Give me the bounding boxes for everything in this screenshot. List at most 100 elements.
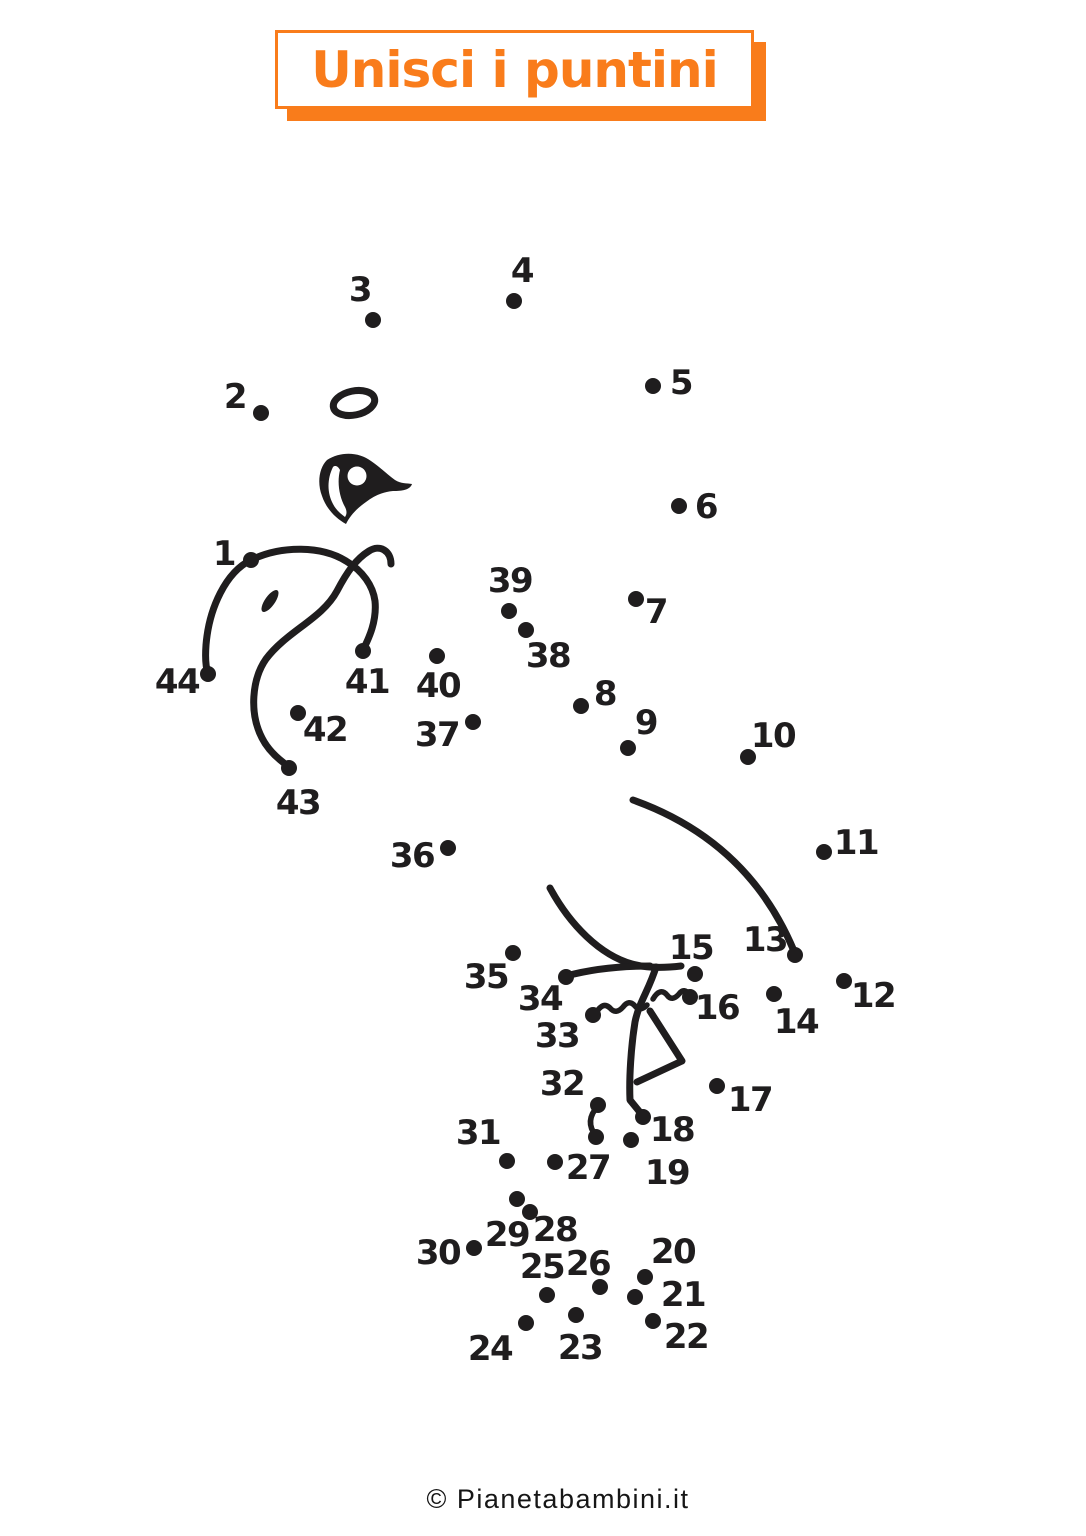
- dot-number-label-44: 44: [155, 662, 200, 702]
- dot-12: [836, 973, 852, 989]
- dot-36: [440, 840, 456, 856]
- dot-38: [518, 622, 534, 638]
- eyebrow-oval-art: [329, 386, 379, 420]
- dot-number-label-14: 14: [774, 1002, 819, 1042]
- dot-16: [682, 989, 698, 1005]
- dot-42: [290, 705, 306, 721]
- dot-number-label-30: 30: [416, 1233, 461, 1273]
- dot-9: [620, 740, 636, 756]
- dot-number-label-19: 19: [645, 1153, 689, 1193]
- dot-4: [506, 293, 522, 309]
- dot-22: [645, 1313, 661, 1329]
- dot-39: [501, 603, 517, 619]
- dot-11: [816, 844, 832, 860]
- dot-number-label-1: 1: [213, 534, 235, 574]
- dot-21: [627, 1289, 643, 1305]
- dot-number-label-16: 16: [695, 988, 739, 1028]
- chin-curl-curve-art: [250, 544, 395, 770]
- dot-number-label-37: 37: [415, 715, 459, 755]
- dot-number-label-11: 11: [834, 823, 878, 863]
- dot-2: [253, 405, 269, 421]
- dot-number-label-17: 17: [728, 1080, 772, 1120]
- dot-number-label-21: 21: [661, 1275, 705, 1315]
- dot-13: [787, 947, 803, 963]
- dot-number-label-34: 34: [518, 979, 563, 1019]
- dot-number-label-32: 32: [540, 1064, 584, 1104]
- dot-20: [637, 1269, 653, 1285]
- dot-1: [243, 552, 259, 568]
- dot-number-label-23: 23: [558, 1328, 602, 1368]
- dot-number-label-43: 43: [276, 783, 320, 823]
- dot-number-label-4: 4: [511, 251, 534, 291]
- dot-number-label-7: 7: [645, 592, 667, 632]
- title-banner: Unisci i puntini: [275, 30, 754, 109]
- dot-28: [522, 1204, 538, 1220]
- dot-8: [573, 698, 589, 714]
- dot-15: [687, 966, 703, 982]
- leg-line-art: [626, 963, 660, 1120]
- dot-number-label-6: 6: [695, 487, 717, 527]
- dot-number-label-9: 9: [635, 703, 657, 743]
- dot-5: [645, 378, 661, 394]
- dot-number-label-36: 36: [390, 836, 434, 876]
- dot-25: [539, 1287, 555, 1303]
- dot-26: [592, 1279, 608, 1295]
- dot-number-label-29: 29: [485, 1215, 529, 1255]
- muzzle-top-curve-art: [247, 545, 379, 654]
- dot-27: [547, 1154, 563, 1170]
- dot-number-label-33: 33: [535, 1016, 579, 1056]
- dot-number-label-22: 22: [664, 1317, 708, 1357]
- foot-line-art: [633, 1007, 686, 1086]
- dot-number-label-31: 31: [456, 1113, 500, 1153]
- dot-19: [623, 1132, 639, 1148]
- dot-33: [585, 1007, 601, 1023]
- dot-number-label-41: 41: [345, 662, 389, 702]
- dot-number-label-35: 35: [464, 957, 508, 997]
- cheek-curve-art: [202, 556, 255, 677]
- page-title: Unisci i puntini: [311, 40, 719, 99]
- dot-number-label-15: 15: [669, 928, 713, 968]
- dot-7: [628, 591, 644, 607]
- dot-40: [429, 648, 445, 664]
- dot-10: [740, 749, 756, 765]
- dot-number-label-40: 40: [416, 666, 461, 706]
- dot-number-label-42: 42: [303, 710, 347, 750]
- footer-credit: © Pianetabambini.it: [426, 1484, 690, 1514]
- dot-24: [518, 1315, 534, 1331]
- dot-number-label-13: 13: [743, 920, 787, 960]
- dot-43: [281, 760, 297, 776]
- dot-17: [709, 1078, 725, 1094]
- eye-art: [319, 453, 412, 524]
- eye-crescent-highlight: [328, 466, 347, 517]
- dot-number-label-3: 3: [349, 270, 371, 310]
- wing-curve-art: [562, 962, 654, 980]
- dot-18: [635, 1109, 651, 1125]
- dot-37: [465, 714, 481, 730]
- nose-oval-art: [261, 589, 279, 613]
- eye-dot-highlight: [347, 466, 367, 486]
- dot-3: [365, 312, 381, 328]
- back-curve-art: [629, 796, 798, 955]
- right-squiggle-art: [650, 988, 693, 1002]
- dot-number-label-20: 20: [651, 1232, 696, 1272]
- dot-number-label-2: 2: [224, 377, 246, 417]
- dot-number-label-18: 18: [650, 1110, 694, 1150]
- dot-14: [766, 986, 782, 1002]
- chest-curve-art: [546, 884, 685, 971]
- dot-34: [558, 969, 574, 985]
- dot-41: [355, 643, 371, 659]
- dot-29: [509, 1191, 525, 1207]
- dot-number-label-8: 8: [594, 674, 616, 714]
- art-dot: [588, 1129, 604, 1145]
- dot-30: [466, 1240, 482, 1256]
- dot-number-label-5: 5: [670, 363, 692, 403]
- dot-31: [499, 1153, 515, 1169]
- dot-23: [568, 1307, 584, 1323]
- dot-number-label-38: 38: [526, 636, 570, 676]
- dot-number-label-25: 25: [520, 1247, 564, 1287]
- dot-number-label-26: 26: [566, 1244, 610, 1284]
- dot-32: [590, 1097, 606, 1113]
- dot-number-label-39: 39: [488, 561, 532, 601]
